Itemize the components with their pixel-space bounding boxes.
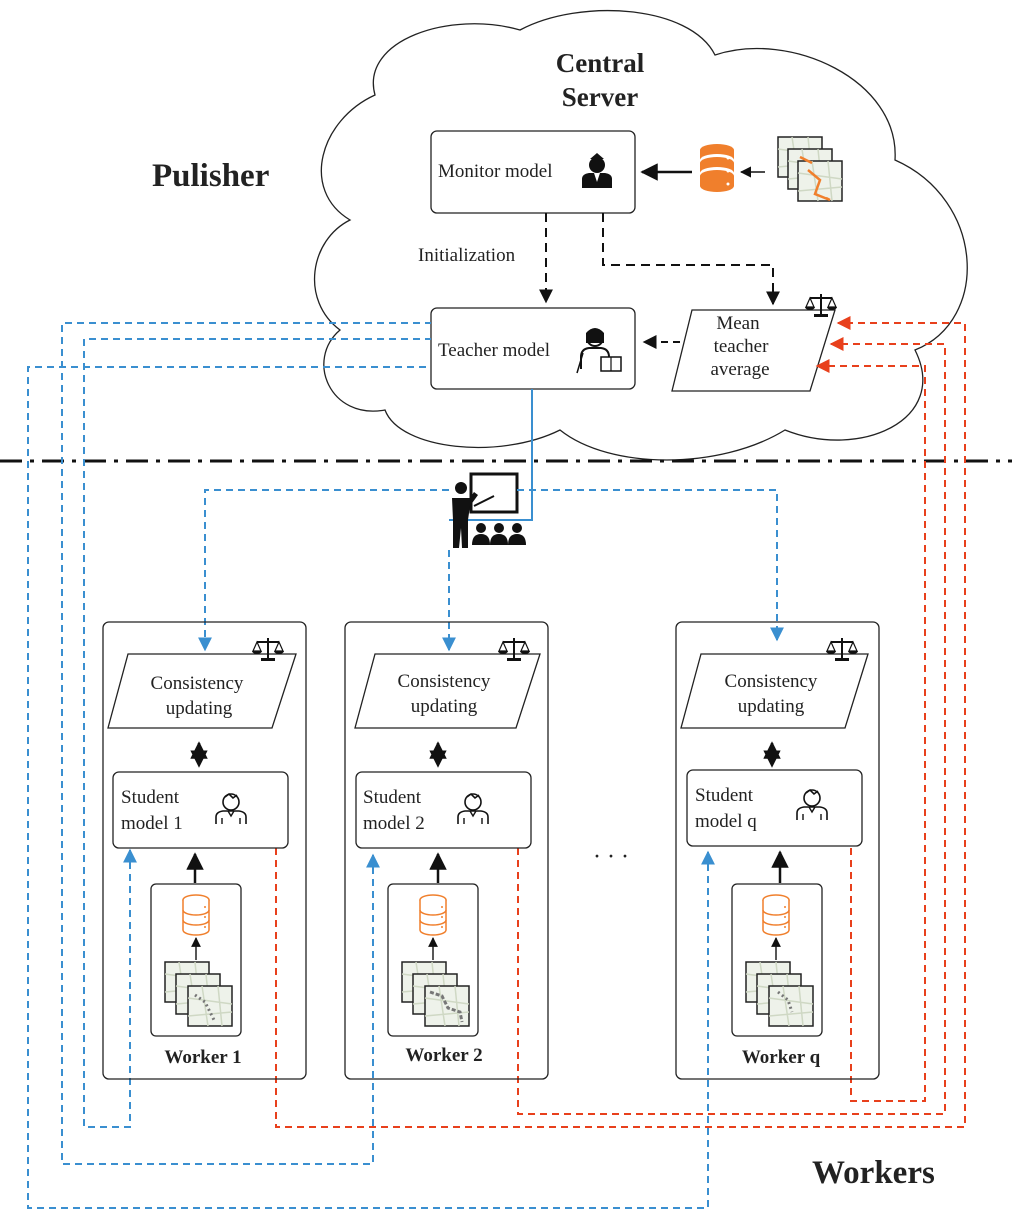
teacher-to-classroom-line: [449, 389, 533, 521]
initialization-label: Initialization: [418, 245, 516, 266]
workers-label: Workers: [812, 1155, 935, 1191]
consistency-label-line1: Consistency: [725, 671, 818, 692]
worker-name: Worker 1: [164, 1047, 241, 1068]
student-label-line1: Student: [363, 787, 422, 808]
worker-panel-1: Consistency updating Student model 1 Wor…: [102, 621, 307, 1080]
teacher-to-consistency-q-arrow: [517, 489, 784, 642]
student-q-to-mean-arrow: [815, 359, 926, 1102]
teacher-to-consistency-1-arrow: [198, 489, 449, 652]
consistency-label-line1: Consistency: [398, 671, 491, 692]
consistency-box: [354, 653, 541, 729]
student-label-line1: Student: [121, 787, 180, 808]
student-label-line2: model 2: [363, 813, 425, 834]
consistency-label-line2: updating: [738, 696, 805, 717]
server-title-line2: Server: [562, 82, 638, 112]
consistency-label-line1: Consistency: [151, 673, 244, 694]
monitor-to-mean-arrow: [602, 213, 780, 306]
student-2-to-mean-arrow: [517, 337, 946, 1115]
student-q-teacher-link: [27, 366, 715, 1209]
database-icon: [762, 894, 790, 936]
map-stack-icon: [745, 961, 814, 1027]
mean-teacher-line2: teacher: [714, 336, 770, 357]
student-label-line1: Student: [695, 785, 754, 806]
student-model-box: [355, 771, 532, 849]
map-stack-icon: [777, 136, 843, 202]
worker-panel-2: Consistency updating Student model 2 Wor…: [344, 621, 549, 1080]
database-icon: [700, 144, 734, 192]
map-stack-icon: [401, 961, 470, 1027]
student-model-box: [686, 769, 863, 847]
teacher-person-icon: [576, 328, 622, 374]
consistency-box: [107, 653, 297, 729]
monitor-person-icon: [582, 153, 612, 188]
worker-name: Worker q: [742, 1047, 821, 1068]
classroom-icon: [452, 472, 526, 548]
student-label-line2: model q: [695, 811, 757, 832]
teacher-model-label: Teacher model: [438, 340, 550, 361]
workers-ellipsis: · · ·: [593, 844, 629, 870]
consistency-label-line2: updating: [166, 698, 233, 719]
publisher-label: Pulisher: [152, 158, 269, 194]
student-1-teacher-link: [83, 338, 431, 1128]
consistency-box: [680, 653, 869, 729]
database-icon: [419, 894, 447, 936]
mean-teacher-line1: Mean: [716, 313, 760, 334]
student-1-to-mean-arrow: [275, 316, 966, 1128]
monitor-model-box: [430, 130, 636, 214]
mean-teacher-line3: average: [710, 359, 769, 380]
worker-panel-q: Consistency updating Student model q Wor…: [675, 621, 880, 1080]
server-title-line1: Central: [556, 48, 645, 78]
student-2-teacher-link: [61, 322, 431, 1165]
consistency-label-line2: updating: [411, 696, 478, 717]
monitor-model-label: Monitor model: [438, 161, 553, 182]
student-model-box: [112, 771, 289, 849]
mean-teacher-box: [671, 309, 836, 392]
worker-name: Worker 2: [405, 1045, 482, 1066]
database-icon: [182, 894, 210, 936]
student-label-line2: model 1: [121, 813, 183, 834]
map-stack-icon: [164, 961, 233, 1027]
